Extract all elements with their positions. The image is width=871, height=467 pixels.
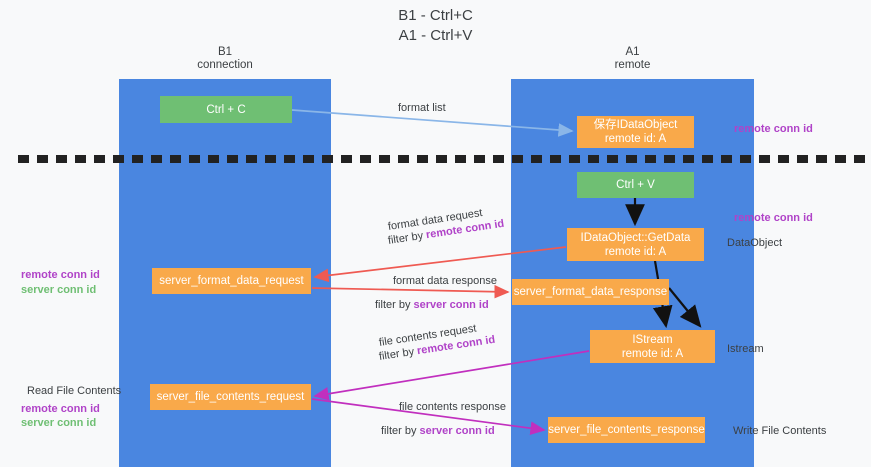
node-server-file-contents-response-label: server_file_contents_response <box>548 424 705 436</box>
annotation-left-remote-conn-id-bottom: remote conn id <box>21 403 100 415</box>
node-ctrl-v[interactable]: Ctrl + V <box>577 172 694 198</box>
server-conn-id-token: server conn id <box>413 299 489 311</box>
node-server-format-data-request-label: server_format_data_request <box>159 275 304 287</box>
column-header-a1-name: A1 <box>625 46 640 58</box>
node-istream-label: IStream <box>632 333 673 346</box>
edge-label-format-data-response-filter: filter by server conn id <box>375 298 489 312</box>
filter-by-prefix: filter by <box>381 425 420 437</box>
node-ctrl-v-label: Ctrl + V <box>616 179 655 191</box>
node-server-file-contents-request-label: server_file_contents_request <box>156 391 305 403</box>
diagram-title: B1 - Ctrl+C A1 - Ctrl+V <box>0 6 871 46</box>
annotation-right-remote-conn-id-top: remote conn id <box>734 123 813 135</box>
node-server-file-contents-request[interactable]: server_file_contents_request <box>150 384 311 410</box>
node-istream[interactable]: IStream remote id: A <box>590 330 715 363</box>
node-server-format-data-request[interactable]: server_format_data_request <box>152 268 311 294</box>
node-istream-sub: remote id: A <box>621 347 684 360</box>
node-save-idataobject[interactable]: 保存IDataObject remote id: A <box>577 116 694 148</box>
edge-label-format-data-response: format data response <box>393 275 497 287</box>
column-header-b1-name: B1 <box>217 46 233 58</box>
node-ctrl-c[interactable]: Ctrl + C <box>160 96 292 123</box>
node-idataobject-getdata-sub: remote id: A <box>604 245 667 258</box>
node-server-file-contents-response[interactable]: server_file_contents_response <box>548 417 705 443</box>
node-idataobject-getdata[interactable]: IDataObject::GetData remote id: A <box>567 228 704 261</box>
annotation-left-server-conn-id-bottom: server conn id <box>21 417 97 429</box>
node-ctrl-c-label: Ctrl + C <box>206 103 246 116</box>
node-save-idataobject-sub: remote id: A <box>604 133 667 145</box>
title-line-1: B1 - Ctrl+C <box>398 7 473 24</box>
node-idataobject-getdata-label: IDataObject::GetData <box>580 231 691 244</box>
server-conn-id-token: server conn id <box>419 425 495 437</box>
annotation-right-write-file-contents: Write File Contents <box>733 425 827 437</box>
edge-label-format-list: format list <box>398 102 446 114</box>
column-header-b1: B1 connection <box>130 46 320 72</box>
annotation-right-istream: Istream <box>727 343 764 355</box>
filter-by-prefix: filter by <box>375 299 414 311</box>
annotation-right-dataobject: DataObject <box>727 237 783 249</box>
node-save-idataobject-label: 保存IDataObject <box>593 119 678 131</box>
annotation-left-server-conn-id-mid: server conn id <box>21 284 97 296</box>
column-header-a1-role: remote <box>614 59 651 71</box>
annotation-left-read-file-contents: Read File Contents <box>27 385 122 397</box>
edge-label-file-contents-response-filter: filter by server conn id <box>381 424 495 438</box>
node-server-format-data-response[interactable]: server_format_data_response <box>512 279 669 305</box>
node-server-format-data-response-label: server_format_data_response <box>513 286 668 298</box>
edge-label-file-contents-response: file contents response <box>399 401 507 413</box>
column-header-a1: A1 remote <box>525 46 740 72</box>
column-header-b1-role: connection <box>197 59 253 71</box>
phase-separator-dashed-line <box>18 155 866 163</box>
annotation-right-remote-conn-id-mid: remote conn id <box>734 212 813 224</box>
title-line-2: A1 - Ctrl+V <box>398 27 473 44</box>
annotation-left-remote-conn-id-mid: remote conn id <box>21 269 100 281</box>
